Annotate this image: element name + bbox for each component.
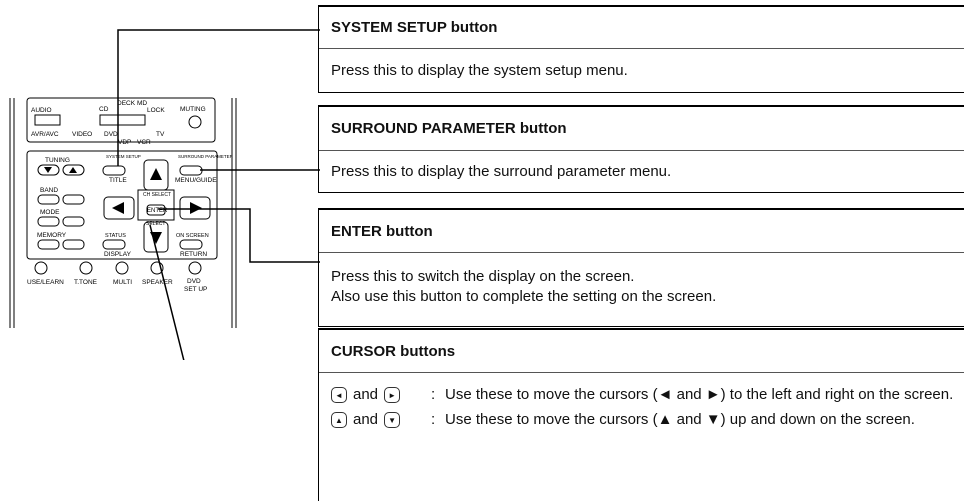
- svg-text:SET UP: SET UP: [184, 286, 207, 293]
- svg-text:USE/LEARN: USE/LEARN: [27, 279, 64, 286]
- down-cursor-icon: ▼: [384, 412, 401, 428]
- up-cursor-icon: ▲: [331, 412, 347, 428]
- svg-text:STATUS: STATUS: [105, 233, 126, 239]
- svg-text:VIDEO: VIDEO: [72, 131, 92, 138]
- svg-text:TUNING: TUNING: [45, 157, 70, 164]
- svg-text:TITLE: TITLE: [109, 177, 127, 184]
- callout-system-setup: SYSTEM SETUP button Press this to displa…: [318, 5, 964, 93]
- cursor-desc: Use these to move the cursors (▲ and ▼) …: [445, 411, 915, 428]
- cursor-row-left-right: ◄ and ► : Use these to move the cursors …: [331, 385, 964, 405]
- svg-text:ON SCREEN: ON SCREEN: [176, 233, 209, 239]
- callout-title: ENTER button: [319, 208, 964, 253]
- svg-text:ENTER: ENTER: [147, 208, 168, 214]
- svg-text:RETURN: RETURN: [180, 251, 207, 258]
- svg-text:MULTI: MULTI: [113, 279, 132, 286]
- svg-text:DVD: DVD: [187, 278, 201, 285]
- leader-enter: [158, 208, 320, 263]
- svg-text:MEMORY: MEMORY: [37, 232, 67, 239]
- svg-text:MD: MD: [137, 100, 147, 107]
- svg-text:LOCK: LOCK: [147, 107, 165, 114]
- callout-text: ◄ and ► : Use these to move the cursors …: [319, 373, 964, 430]
- svg-text:MODE: MODE: [40, 209, 60, 216]
- svg-text:MENU/GUIDE: MENU/GUIDE: [175, 177, 217, 184]
- callout-title: CURSOR buttons: [319, 328, 964, 373]
- cursor-desc: Use these to move the cursors (◄ and ►) …: [445, 386, 954, 403]
- left-cursor-icon: ◄: [331, 387, 347, 403]
- callout-text: Press this to display the system setup m…: [319, 49, 964, 93]
- svg-text:AUDIO: AUDIO: [31, 107, 52, 114]
- svg-text:SELECT: SELECT: [146, 221, 165, 227]
- svg-text:SPEAKER: SPEAKER: [142, 279, 173, 286]
- callout-enter: ENTER button Press this to switch the di…: [318, 208, 964, 327]
- svg-text:T.TONE: T.TONE: [74, 279, 98, 286]
- svg-text:SYSTEM SETUP: SYSTEM SETUP: [106, 154, 141, 159]
- svg-text:CH SELECT: CH SELECT: [143, 192, 171, 198]
- cursor-row-up-down: ▲ and ▼ : Use these to move the cursors …: [331, 410, 964, 430]
- callout-title: SURROUND PARAMETER button: [319, 105, 964, 151]
- svg-text:TV: TV: [156, 131, 165, 138]
- right-cursor-icon: ►: [384, 387, 401, 403]
- svg-text:DECK: DECK: [117, 100, 136, 107]
- svg-text:AVR/AVC: AVR/AVC: [31, 131, 59, 138]
- remote-control-illustration: AUDIO CD DECK MD LOCK MUTING AVR/AVC VID…: [9, 29, 320, 360]
- svg-text:DVD: DVD: [104, 131, 118, 138]
- svg-text:BAND: BAND: [40, 187, 58, 194]
- callout-title: SYSTEM SETUP button: [319, 5, 964, 49]
- svg-text:MUTING: MUTING: [180, 106, 206, 113]
- leader-cursor: [149, 224, 185, 360]
- svg-text:SURROUND PARAMETER: SURROUND PARAMETER: [178, 154, 234, 159]
- callout-surround-parameter: SURROUND PARAMETER button Press this to …: [318, 105, 964, 193]
- svg-text:VCR: VCR: [137, 139, 151, 146]
- leader-system-setup: [117, 29, 320, 166]
- callout-line: Also use this button to complete the set…: [331, 288, 717, 305]
- callout-cursor: CURSOR buttons ◄ and ► : Use these to mo…: [318, 328, 964, 501]
- callout-line: Press this to switch the display on the …: [331, 268, 635, 285]
- callout-text: Press this to switch the display on the …: [319, 253, 964, 327]
- svg-text:VDP: VDP: [118, 139, 131, 146]
- svg-text:DISPLAY: DISPLAY: [104, 251, 132, 258]
- svg-text:CD: CD: [99, 106, 109, 113]
- callout-text: Press this to display the surround param…: [319, 151, 964, 193]
